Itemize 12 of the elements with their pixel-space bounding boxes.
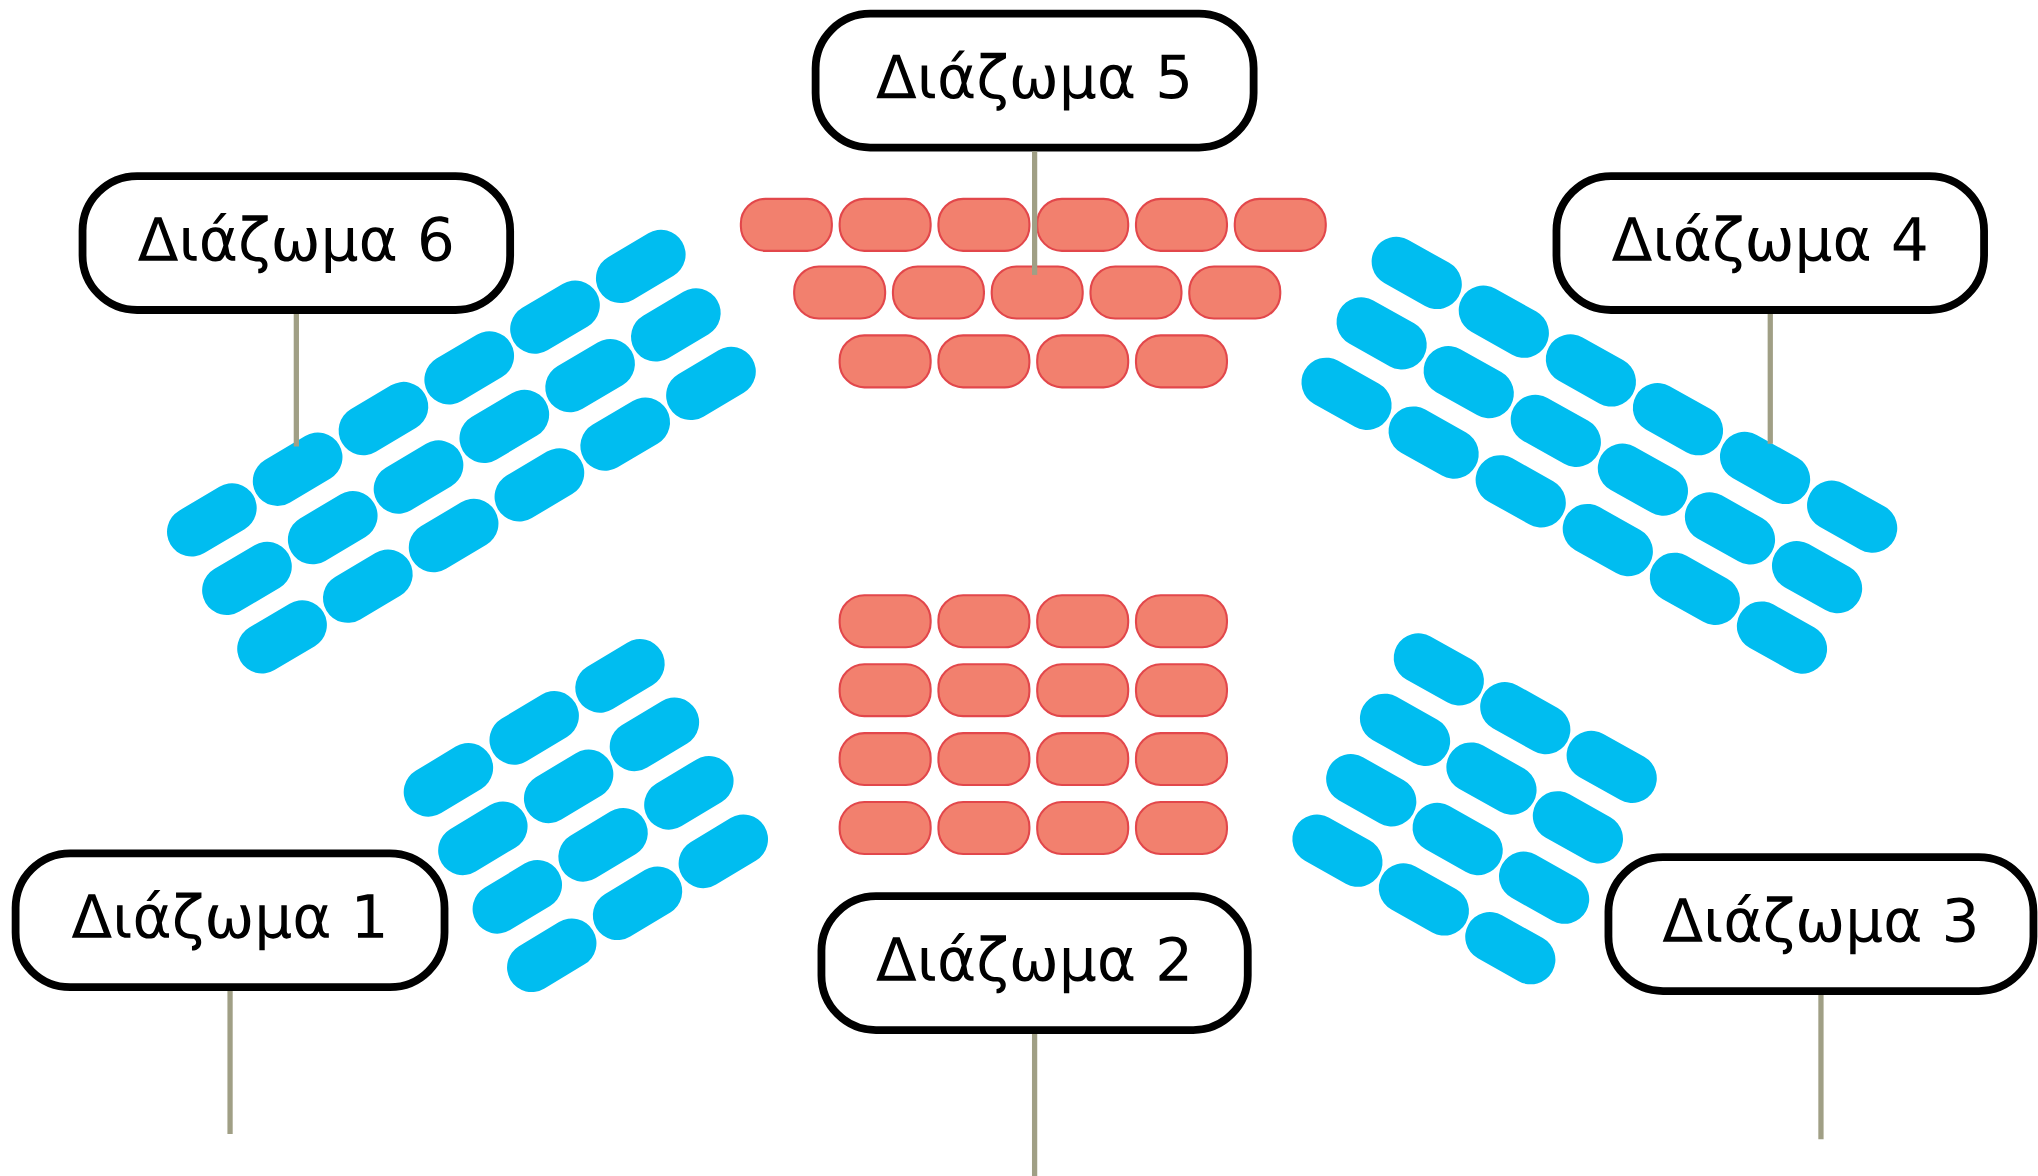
label-box: Διάζωμα 3 [1604, 853, 2038, 995]
leader-line [1031, 1033, 1038, 1176]
label-box: Διάζωμα 6 [78, 172, 515, 314]
leader-line [1818, 994, 1824, 1140]
leader-line [293, 313, 299, 447]
label-box: Διάζωμα 1 [11, 849, 449, 991]
label-box: Διάζωμα 5 [811, 9, 1258, 152]
leader-line [1031, 151, 1038, 275]
leader-line [227, 990, 233, 1134]
leader-line [1767, 313, 1773, 444]
label-box: Διάζωμα 2 [817, 892, 1252, 1034]
label-box: Διάζωμα 4 [1552, 172, 1988, 314]
